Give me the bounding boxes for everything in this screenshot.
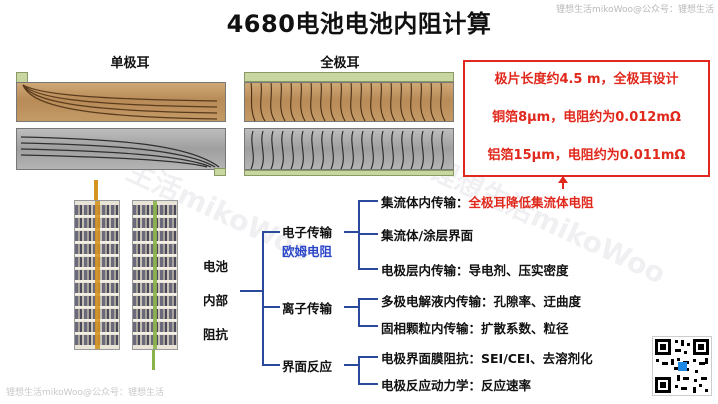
page-title: 4680电池电池内阻计算 (226, 10, 492, 38)
branch-2-vertical (358, 298, 360, 326)
watermark-top: 锂想生活mikoWoo@公众号：锂想生活 (555, 5, 714, 15)
branch-1-item-3-connector (358, 268, 378, 270)
full-tab-connector-bottom (244, 170, 454, 176)
calc-line-1: 极片长度约4.5 m，全极耳设计 (494, 72, 679, 87)
item-collector-transport-label: 集流体内传输： (381, 195, 469, 210)
calc-arrow-line (562, 177, 564, 189)
tree-connector-root (240, 290, 262, 292)
full-tab-current-lines-top (250, 83, 446, 121)
tree-root-line-1: 电池 (203, 259, 229, 274)
calc-arrow-head-icon (558, 176, 568, 183)
qr-code-pattern (655, 339, 709, 393)
branch-2-item-1-connector (358, 298, 378, 300)
full-tab-current-lines-bottom (250, 130, 444, 169)
branch-1-vertical (358, 200, 360, 270)
tree-connector-branch-1 (262, 231, 280, 233)
item-electrolyte-transport: 多极电解液内传输：孔隙率、迂曲度 (381, 294, 582, 309)
item-collector-transport: 集流体内传输：全极耳降低集流体电阻 (381, 192, 594, 211)
branch-electron-transport: 电子传输 (282, 225, 333, 240)
cell-right-tab-bottom (152, 350, 155, 370)
single-tab-current-lines-top (22, 84, 218, 120)
branch-3-item-2-connector (358, 383, 378, 385)
branch-ion-transport: 离子传输 (282, 301, 333, 316)
tree-connector-branch-2 (262, 306, 280, 308)
full-tab-connector-top (244, 72, 454, 82)
item-reaction-kinetics: 电极反应动力学：反应速率 (381, 378, 532, 393)
single-tab-connector-bottom (214, 168, 226, 176)
calc-line-2: 铜箔8μm，电阻约为0.012mΩ (492, 110, 681, 125)
tree-root-line-3: 阻抗 (203, 327, 229, 342)
single-tab-electrode-anode (16, 128, 226, 170)
item-solid-particle-transport: 固相颗粒内传输：扩散系数、粒径 (381, 321, 569, 336)
item-interface-film-impedance: 电极界面膜阻抗：SEI/CEI、去溶剂化 (381, 351, 593, 366)
tree-connector-branch-3 (262, 364, 280, 366)
branch-interface-reaction: 界面反应 (282, 359, 333, 374)
item-electrode-layer-transport: 电极层内传输：导电剂、压实密度 (381, 263, 569, 278)
branch-1-item-1-connector (358, 200, 378, 202)
tree-root-line-2: 内部 (203, 293, 229, 308)
branch-3-item-1-connector (358, 356, 378, 358)
branch-3-vertical (358, 356, 360, 384)
calc-line-3: 铝箔15μm，电阻约为0.011mΩ (487, 148, 686, 163)
cell-left-section (74, 200, 120, 350)
single-tab-current-lines-bottom (20, 136, 220, 168)
single-tab-label: 单极耳 (110, 56, 150, 71)
qr-code-icon (652, 336, 712, 396)
full-tab-electrode-anode (244, 128, 454, 170)
branch-ohmic-resistance: 欧姆电阻 (282, 244, 333, 259)
calculation-box: 极片长度约4.5 m，全极耳设计 铜箔8μm，电阻约为0.012mΩ 铝箔15μ… (463, 60, 710, 177)
single-tab-electrode-cathode (16, 82, 226, 122)
branch-2-item-2-connector (358, 325, 378, 327)
branch-3-stub (344, 364, 358, 366)
cell-left-tab-top (94, 180, 98, 200)
full-tab-electrode-cathode (244, 82, 454, 122)
branch-1-item-2-connector (358, 233, 378, 235)
cell-right-section (132, 200, 178, 350)
branch-2-stub (344, 306, 358, 308)
item-collector-coating-interface: 集流体/涂层界面 (381, 228, 474, 243)
watermark-bottom: 锂想生活mikoWoo@公众号：锂想生活 (6, 388, 165, 398)
full-tab-label: 全极耳 (320, 56, 360, 71)
item-collector-transport-highlight: 全极耳降低集流体电阻 (468, 195, 594, 210)
branch-1-stub (344, 231, 358, 233)
tree-connector-root-vertical (262, 231, 264, 365)
